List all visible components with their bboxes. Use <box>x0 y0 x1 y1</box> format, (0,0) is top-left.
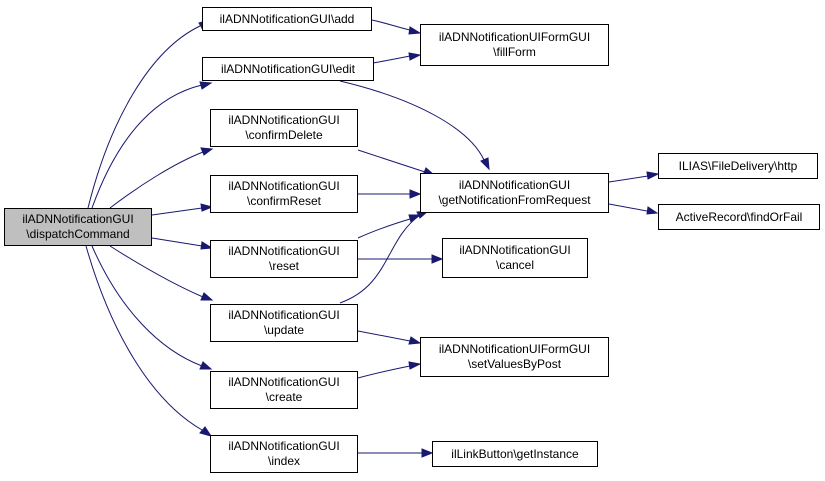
node-file-delivery-label: ILIAS\FileDelivery\http <box>678 158 798 173</box>
edge-dispatch-add <box>87 25 201 209</box>
edge-getnotification-filedelivery <box>608 175 649 183</box>
node-link-button-label: ilLinkButton\getInstance <box>451 446 579 461</box>
edge-edit-fillform <box>372 55 411 64</box>
edge-dispatch-confirmreset <box>151 207 203 216</box>
edge-dispatch-edit <box>91 84 203 209</box>
node-dispatch-command-line2: \dispatchCommand <box>26 227 130 241</box>
node-file-delivery[interactable]: ILIAS\FileDelivery\http <box>658 153 818 179</box>
edge-update-getnotification <box>339 214 421 304</box>
node-create[interactable]: ilADNNotificationGUI \create <box>210 371 358 409</box>
node-confirm-reset[interactable]: ilADNNotificationGUI \confirmReset <box>210 175 358 213</box>
node-create-line2: \create <box>265 390 303 404</box>
node-confirm-reset-line1: ilADNNotificationGUI <box>228 179 340 193</box>
edge-add-fillform <box>371 19 411 31</box>
node-set-values-line2: \setValuesByPost <box>467 357 562 371</box>
arrow-confirmreset-getnotification <box>409 189 422 199</box>
arrow-dispatch-create <box>199 361 213 370</box>
node-index[interactable]: ilADNNotificationGUI \index <box>210 435 358 473</box>
node-fill-form[interactable]: ilADNNotificationUIFormGUI \fillForm <box>420 24 609 66</box>
arrow-dispatch-reset <box>200 241 214 250</box>
node-add-label: ilADNNotificationGUI\add <box>219 11 355 26</box>
node-update-line1: ilADNNotificationGUI <box>228 308 340 322</box>
edge-confirmdelete-getnotification <box>357 149 426 173</box>
arrow-reset-cancel <box>431 254 444 264</box>
arrow-dispatch-confirmreset <box>200 203 214 212</box>
arrow-dispatch-confirmdelete <box>200 147 214 156</box>
edge-dispatch-index <box>85 245 203 431</box>
node-reset-line2: \reset <box>268 259 299 273</box>
node-get-notification-line1: ilADNNotificationGUI <box>458 178 571 192</box>
node-active-record[interactable]: ActiveRecord\findOrFail <box>658 204 820 230</box>
node-set-values[interactable]: ilADNNotificationUIFormGUI \setValuesByP… <box>420 337 609 377</box>
node-confirm-delete-line2: \confirmDelete <box>245 128 323 142</box>
node-active-record-label: ActiveRecord\findOrFail <box>675 209 803 224</box>
node-confirm-reset-line2: \confirmReset <box>246 194 322 208</box>
arrow-getnotification-filedelivery <box>646 171 660 180</box>
edge-dispatch-create <box>91 245 203 367</box>
node-dispatch-command: ilADNNotificationGUI \dispatchCommand <box>4 208 152 246</box>
node-cancel-line2: \cancel <box>495 258 535 272</box>
edge-dispatch-confirmdelete <box>109 151 204 209</box>
node-cancel[interactable]: ilADNNotificationGUI \cancel <box>442 238 588 278</box>
arrow-getnotification-activerecord <box>646 206 659 215</box>
node-reset-line1: ilADNNotificationGUI <box>228 244 340 258</box>
node-fill-form-line1: ilADNNotificationUIFormGUI <box>438 30 591 44</box>
node-link-button[interactable]: ilLinkButton\getInstance <box>432 441 598 467</box>
arrow-dispatch-update <box>200 292 214 301</box>
edge-dispatch-reset <box>151 237 203 247</box>
arrow-index-linkbutton <box>421 448 434 458</box>
edge-getnotification-activerecord <box>608 203 648 212</box>
node-index-line2: \index <box>267 454 301 468</box>
edge-update-setvalues <box>357 330 411 342</box>
arrow-edit-getnotification <box>480 157 490 171</box>
node-edit-label: ilADNNotificationGUI\edit <box>220 61 356 76</box>
node-update[interactable]: ilADNNotificationGUI \update <box>210 304 358 342</box>
node-add[interactable]: ilADNNotificationGUI\add <box>202 7 372 31</box>
node-update-line2: \update <box>263 323 305 337</box>
arrow-create-setvalues <box>408 361 422 370</box>
edge-dispatch-update <box>109 245 204 298</box>
arrow-dispatch-index <box>199 426 213 437</box>
node-index-line1: ilADNNotificationGUI <box>228 439 340 453</box>
edge-reset-getnotification <box>357 218 411 239</box>
node-fill-form-line2: \fillForm <box>493 45 536 59</box>
arrow-dispatch-edit <box>199 81 213 90</box>
node-dispatch-command-line1: ilADNNotificationGUI <box>22 212 134 226</box>
node-create-line1: ilADNNotificationGUI <box>228 375 340 389</box>
node-cancel-line1: ilADNNotificationGUI <box>459 243 571 257</box>
node-confirm-delete[interactable]: ilADNNotificationGUI \confirmDelete <box>210 109 358 147</box>
arrow-update-setvalues <box>408 336 422 345</box>
edge-edit-getnotification <box>339 80 485 161</box>
edge-create-setvalues <box>357 365 411 379</box>
node-get-notification[interactable]: ilADNNotificationGUI \getNotificationFro… <box>420 173 609 213</box>
node-get-notification-line2: \getNotificationFromRequest <box>438 193 591 207</box>
node-set-values-line1: ilADNNotificationUIFormGUI <box>438 342 591 356</box>
node-edit[interactable]: ilADNNotificationGUI\edit <box>202 57 374 81</box>
node-reset[interactable]: ilADNNotificationGUI \reset <box>210 240 358 278</box>
arrow-add-fillform <box>408 26 422 35</box>
arrow-edit-fillform <box>408 52 422 61</box>
node-confirm-delete-line1: ilADNNotificationGUI <box>228 113 340 127</box>
